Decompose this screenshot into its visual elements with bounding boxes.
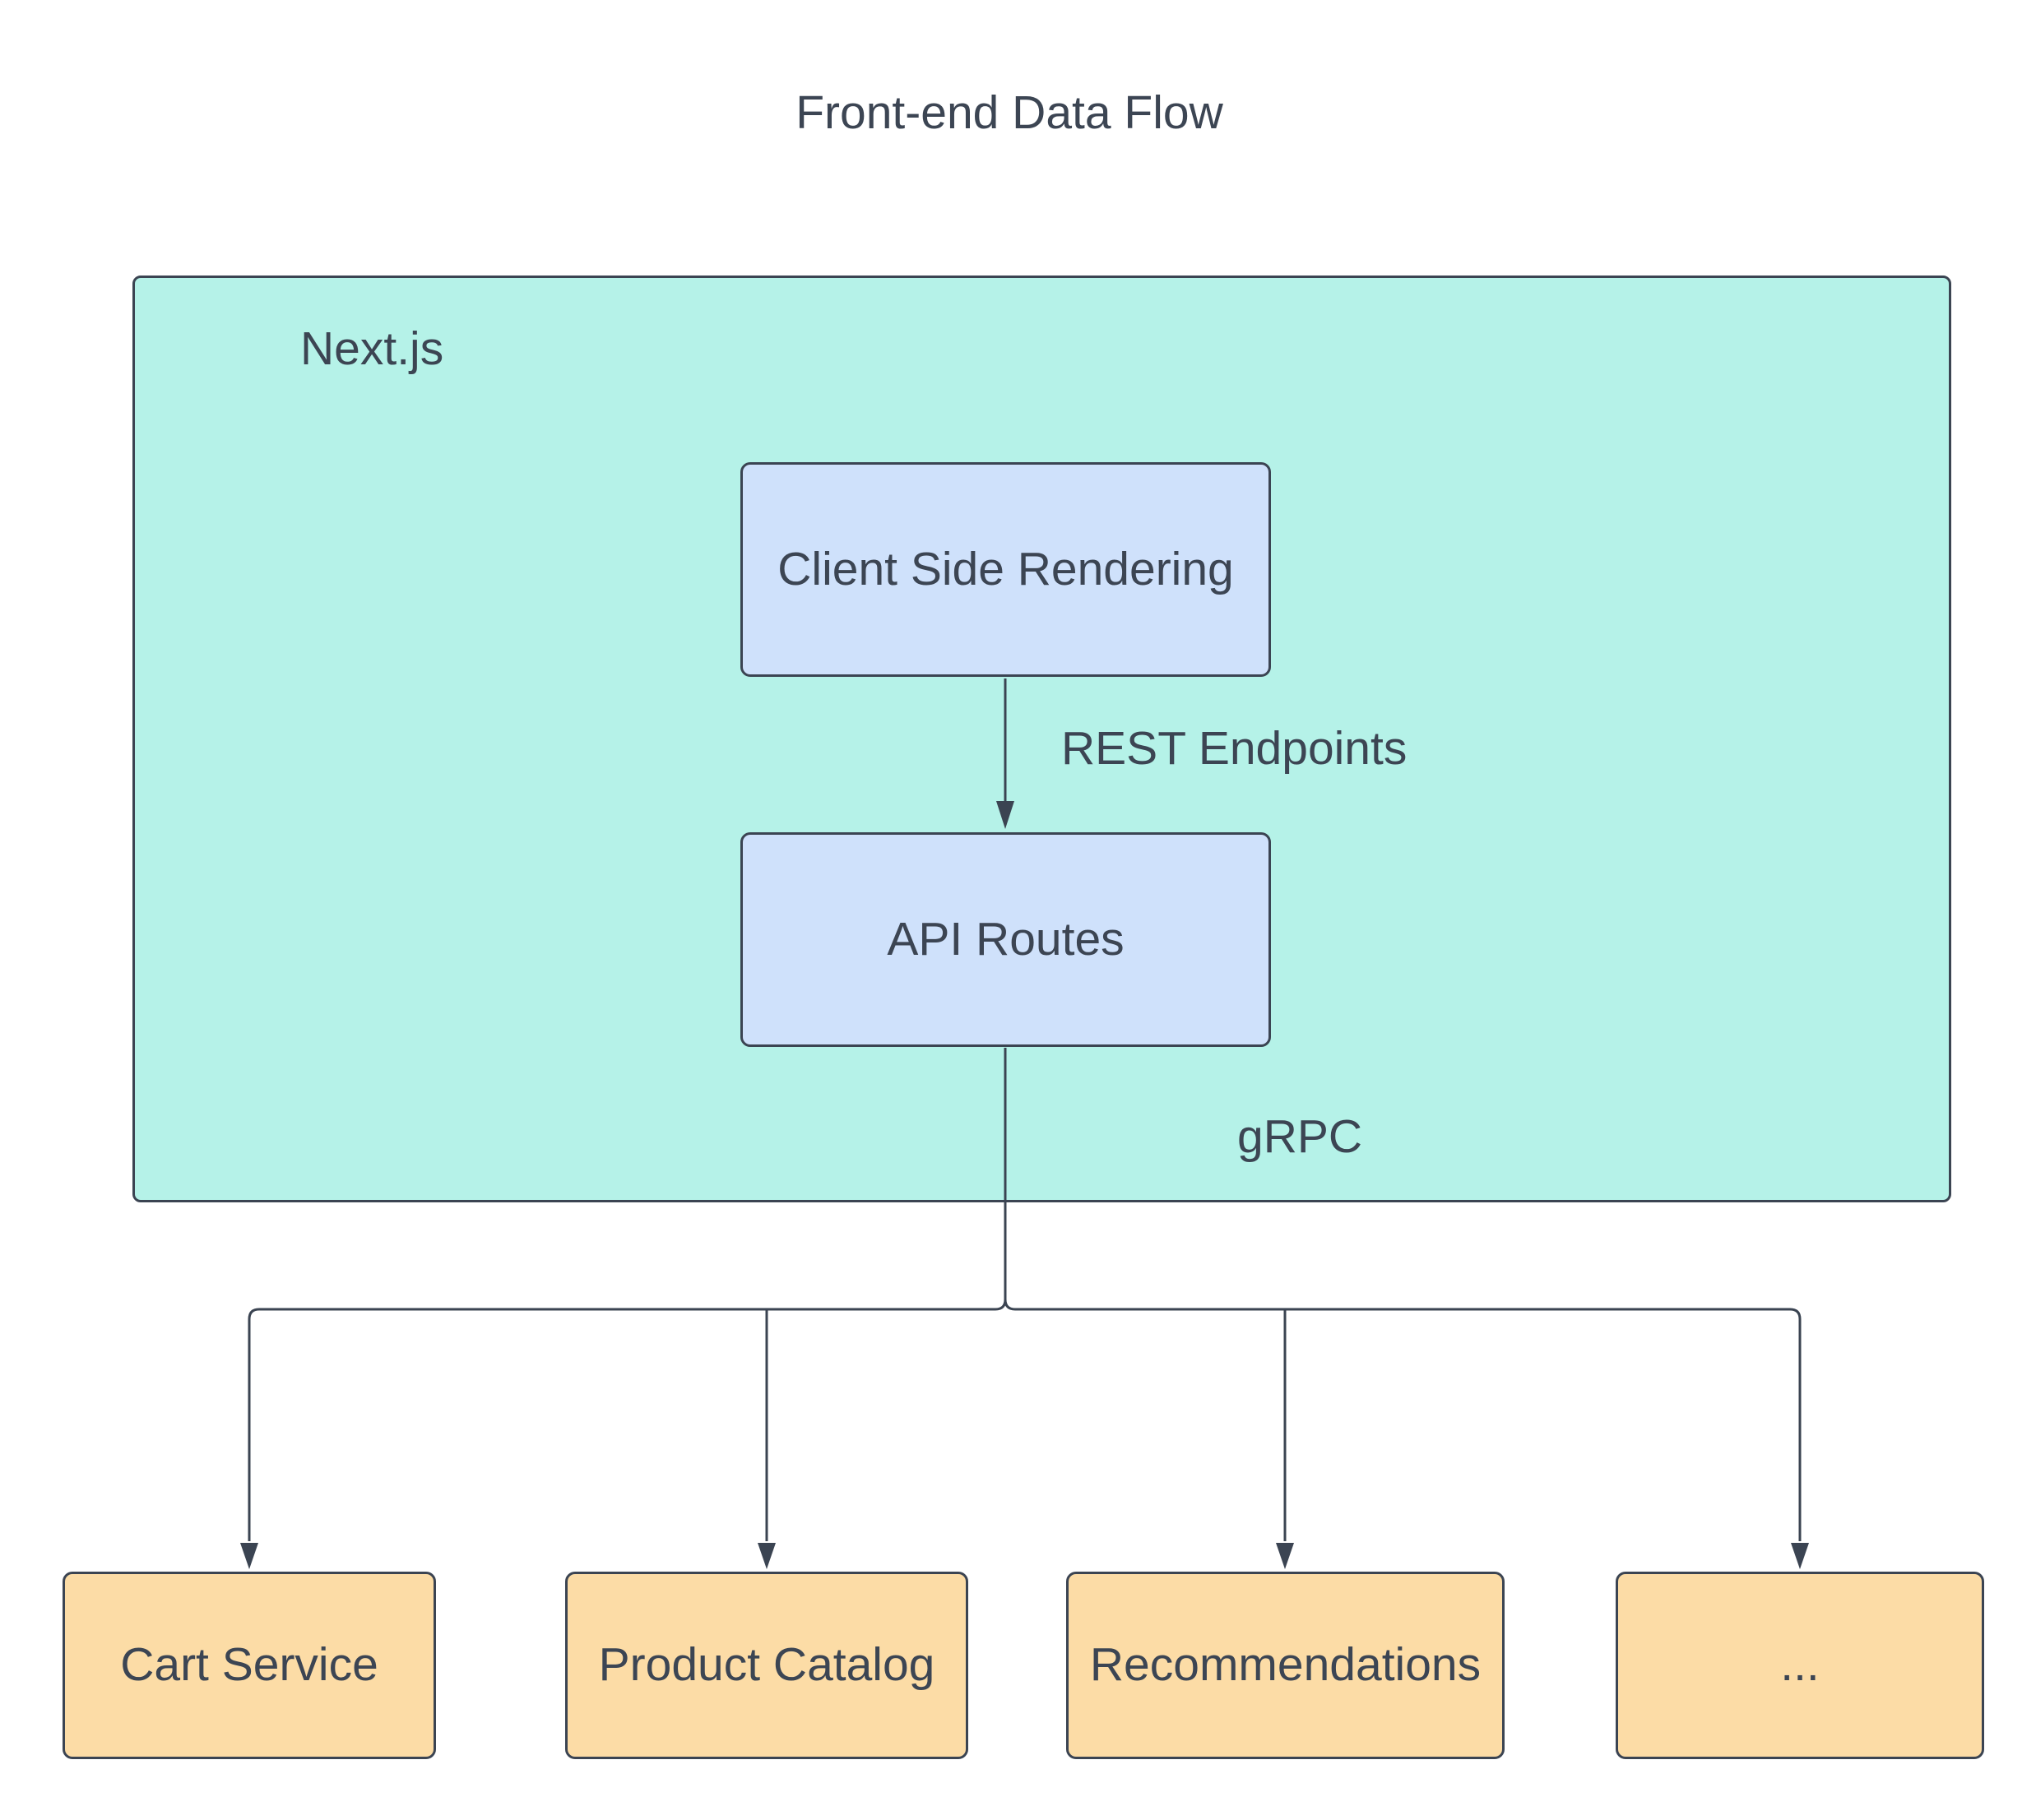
node-client-side-rendering: Client Side Rendering — [740, 462, 1271, 677]
group-nextjs-label: Next.js — [300, 322, 444, 375]
node-api-routes: API Routes — [740, 832, 1271, 1047]
arrowhead-more — [1791, 1543, 1809, 1569]
node-recommendations-label: Recommendations — [1089, 1638, 1482, 1692]
node-ellipsis-label: ... — [1780, 1638, 1820, 1692]
arrowhead-recommendations — [1276, 1543, 1294, 1569]
edge-label-grpc: gRPC — [1237, 1110, 1363, 1163]
diagram-title: Front-end Data Flow — [795, 86, 1223, 139]
group-nextjs-container — [132, 276, 1951, 1202]
edge-label-rest-endpoints: REST Endpoints — [1061, 722, 1408, 775]
node-ellipsis: ... — [1616, 1572, 1984, 1759]
arrowhead-catalog — [758, 1543, 776, 1569]
node-product-catalog-label: Product Catalog — [598, 1638, 935, 1692]
node-cart-service-label: Cart Service — [120, 1638, 378, 1692]
node-api-routes-label: API Routes — [887, 912, 1125, 966]
node-client-side-rendering-label: Client Side Rendering — [777, 542, 1234, 595]
node-recommendations: Recommendations — [1066, 1572, 1505, 1759]
node-product-catalog: Product Catalog — [565, 1572, 968, 1759]
node-cart-service: Cart Service — [63, 1572, 436, 1759]
arrowhead-cart — [240, 1543, 258, 1569]
